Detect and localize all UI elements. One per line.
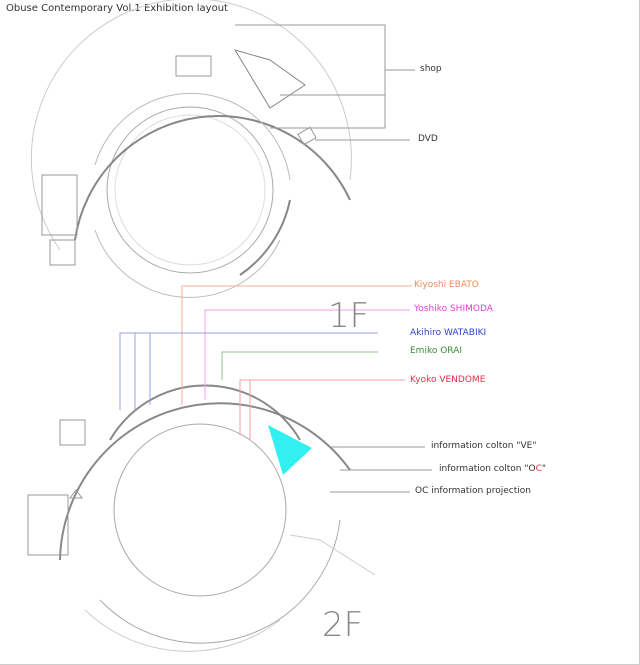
floor-2-label: 2F: [322, 605, 364, 645]
colton-oc-c: C: [535, 464, 542, 474]
artist-leader-lines: [119, 285, 412, 440]
dvd-label: DVD: [418, 134, 438, 144]
artist-shimoda: Yoshiko SHIMODA: [414, 304, 493, 314]
info-colton-oc: information colton "OC": [439, 464, 546, 474]
info-colton-ve: information colton "VE": [431, 441, 537, 451]
projection-area: [268, 425, 312, 475]
artist-vendome: Kyoko VENDOME: [410, 375, 486, 385]
shop-leader-lines: [235, 24, 415, 141]
artist-ebato: Kiyoshi EBATO: [414, 280, 479, 290]
floor-2-plan: [27, 384, 376, 652]
page-title: Obuse Contemporary Vol.1 Exhibition layo…: [6, 3, 228, 14]
colton-oc-prefix: information colton "O: [439, 464, 536, 474]
oc-projection-label: OC information projection: [415, 486, 531, 496]
artist-watabiki: Akihiro WATABIKI: [410, 328, 487, 338]
colton-oc-suffix: ": [541, 464, 547, 474]
floor-1-plan: [30, 0, 352, 298]
info-leader-lines: [330, 446, 432, 493]
shop-label: shop: [420, 64, 442, 74]
floor-1-label: 1F: [328, 296, 370, 336]
artist-orai: Emiko ORAI: [410, 346, 462, 356]
